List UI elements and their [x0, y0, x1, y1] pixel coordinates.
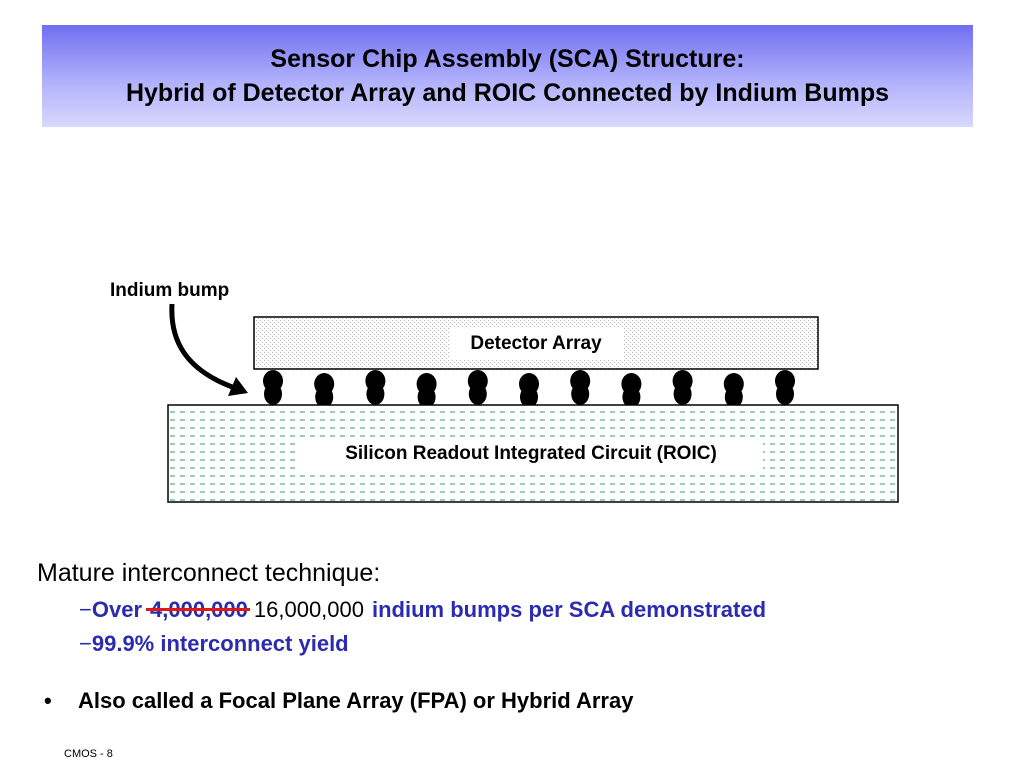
dash-marker: − [79, 631, 92, 656]
interconnect-heading: Mature interconnect technique: [37, 559, 381, 587]
indium-bump-arrowhead [228, 377, 248, 396]
slide-footer: CMOS - 8 [64, 748, 113, 760]
indium-bump [621, 373, 642, 408]
strikethrough-line [146, 608, 250, 611]
yield-item: −99.9% interconnect yield [79, 631, 349, 657]
detector-array-label: Detector Array [470, 333, 602, 354]
bullet-dot-icon: • [44, 688, 52, 713]
indium-bump [775, 370, 795, 405]
roic-label: Silicon Readout Integrated Circuit (ROIC… [345, 443, 717, 464]
indium-bump [570, 370, 591, 405]
indium-bumps-group [263, 370, 795, 408]
bump-count-suffix: indium bumps per SCA demonstrated [372, 597, 767, 622]
fpa-bullet-text: Also called a Focal Plane Array (FPA) or… [78, 688, 634, 713]
yield-text: 99.9% interconnect yield [91, 631, 349, 656]
new-bump-count: 16,000,000 [253, 597, 364, 622]
indium-bump [467, 370, 488, 405]
indium-bump [314, 373, 335, 408]
title-banner: Sensor Chip Assembly (SCA) Structure: Hy… [42, 25, 973, 127]
fpa-bullet: • Also called a Focal Plane Array (FPA) o… [44, 688, 633, 714]
detector-label-backdrop [449, 327, 623, 359]
indium-bump [519, 373, 539, 408]
dash-marker: − [79, 597, 92, 622]
slide-title-line-1: Sensor Chip Assembly (SCA) Structure: [270, 45, 745, 73]
slide-title-line-2: Hybrid of Detector Array and ROIC Connec… [125, 79, 890, 107]
old-bump-count: 4,000,000 [146, 597, 250, 623]
roic-label-backdrop [300, 437, 763, 469]
indium-bump [365, 370, 386, 405]
indium-bump-label: Indium bump [110, 280, 229, 301]
indium-bump-arrow [169, 303, 236, 391]
indium-bump [263, 370, 283, 405]
indium-bump [416, 373, 437, 408]
indium-bump [723, 373, 744, 408]
bump-count-prefix: Over [91, 597, 143, 622]
indium-bump [672, 370, 693, 405]
